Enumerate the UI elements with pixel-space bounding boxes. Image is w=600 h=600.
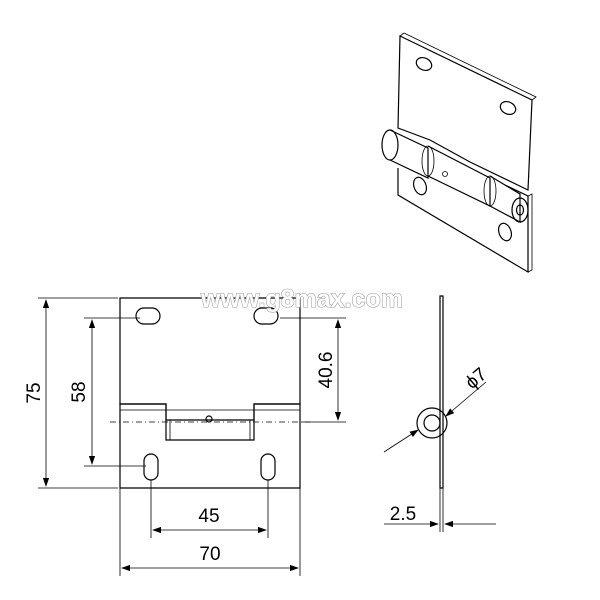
- slot-hole: [253, 307, 279, 325]
- dim-thickness: 2.5: [390, 504, 416, 525]
- dim-leaf-height: 40.6: [316, 352, 337, 389]
- side-view: [416, 295, 448, 489]
- slot-hole: [260, 453, 276, 481]
- isometric-view: [381, 32, 537, 274]
- dimension-labels: 75 58 40.6 45 70 ϕ7 2.5: [24, 352, 491, 565]
- front-view: [110, 297, 310, 489]
- slot-hole: [143, 453, 159, 481]
- dim-pin-diameter: ϕ7: [462, 364, 492, 394]
- dim-overall-height: 75: [24, 382, 45, 403]
- dim-overall-width: 70: [199, 544, 220, 565]
- dim-hole-spacing-vertical: 58: [69, 381, 90, 402]
- watermark-text: www.g8max.com: [200, 285, 403, 313]
- slot-hole: [135, 307, 161, 325]
- dimension-lines: [38, 297, 496, 576]
- dim-hole-spacing-horizontal: 45: [198, 506, 219, 527]
